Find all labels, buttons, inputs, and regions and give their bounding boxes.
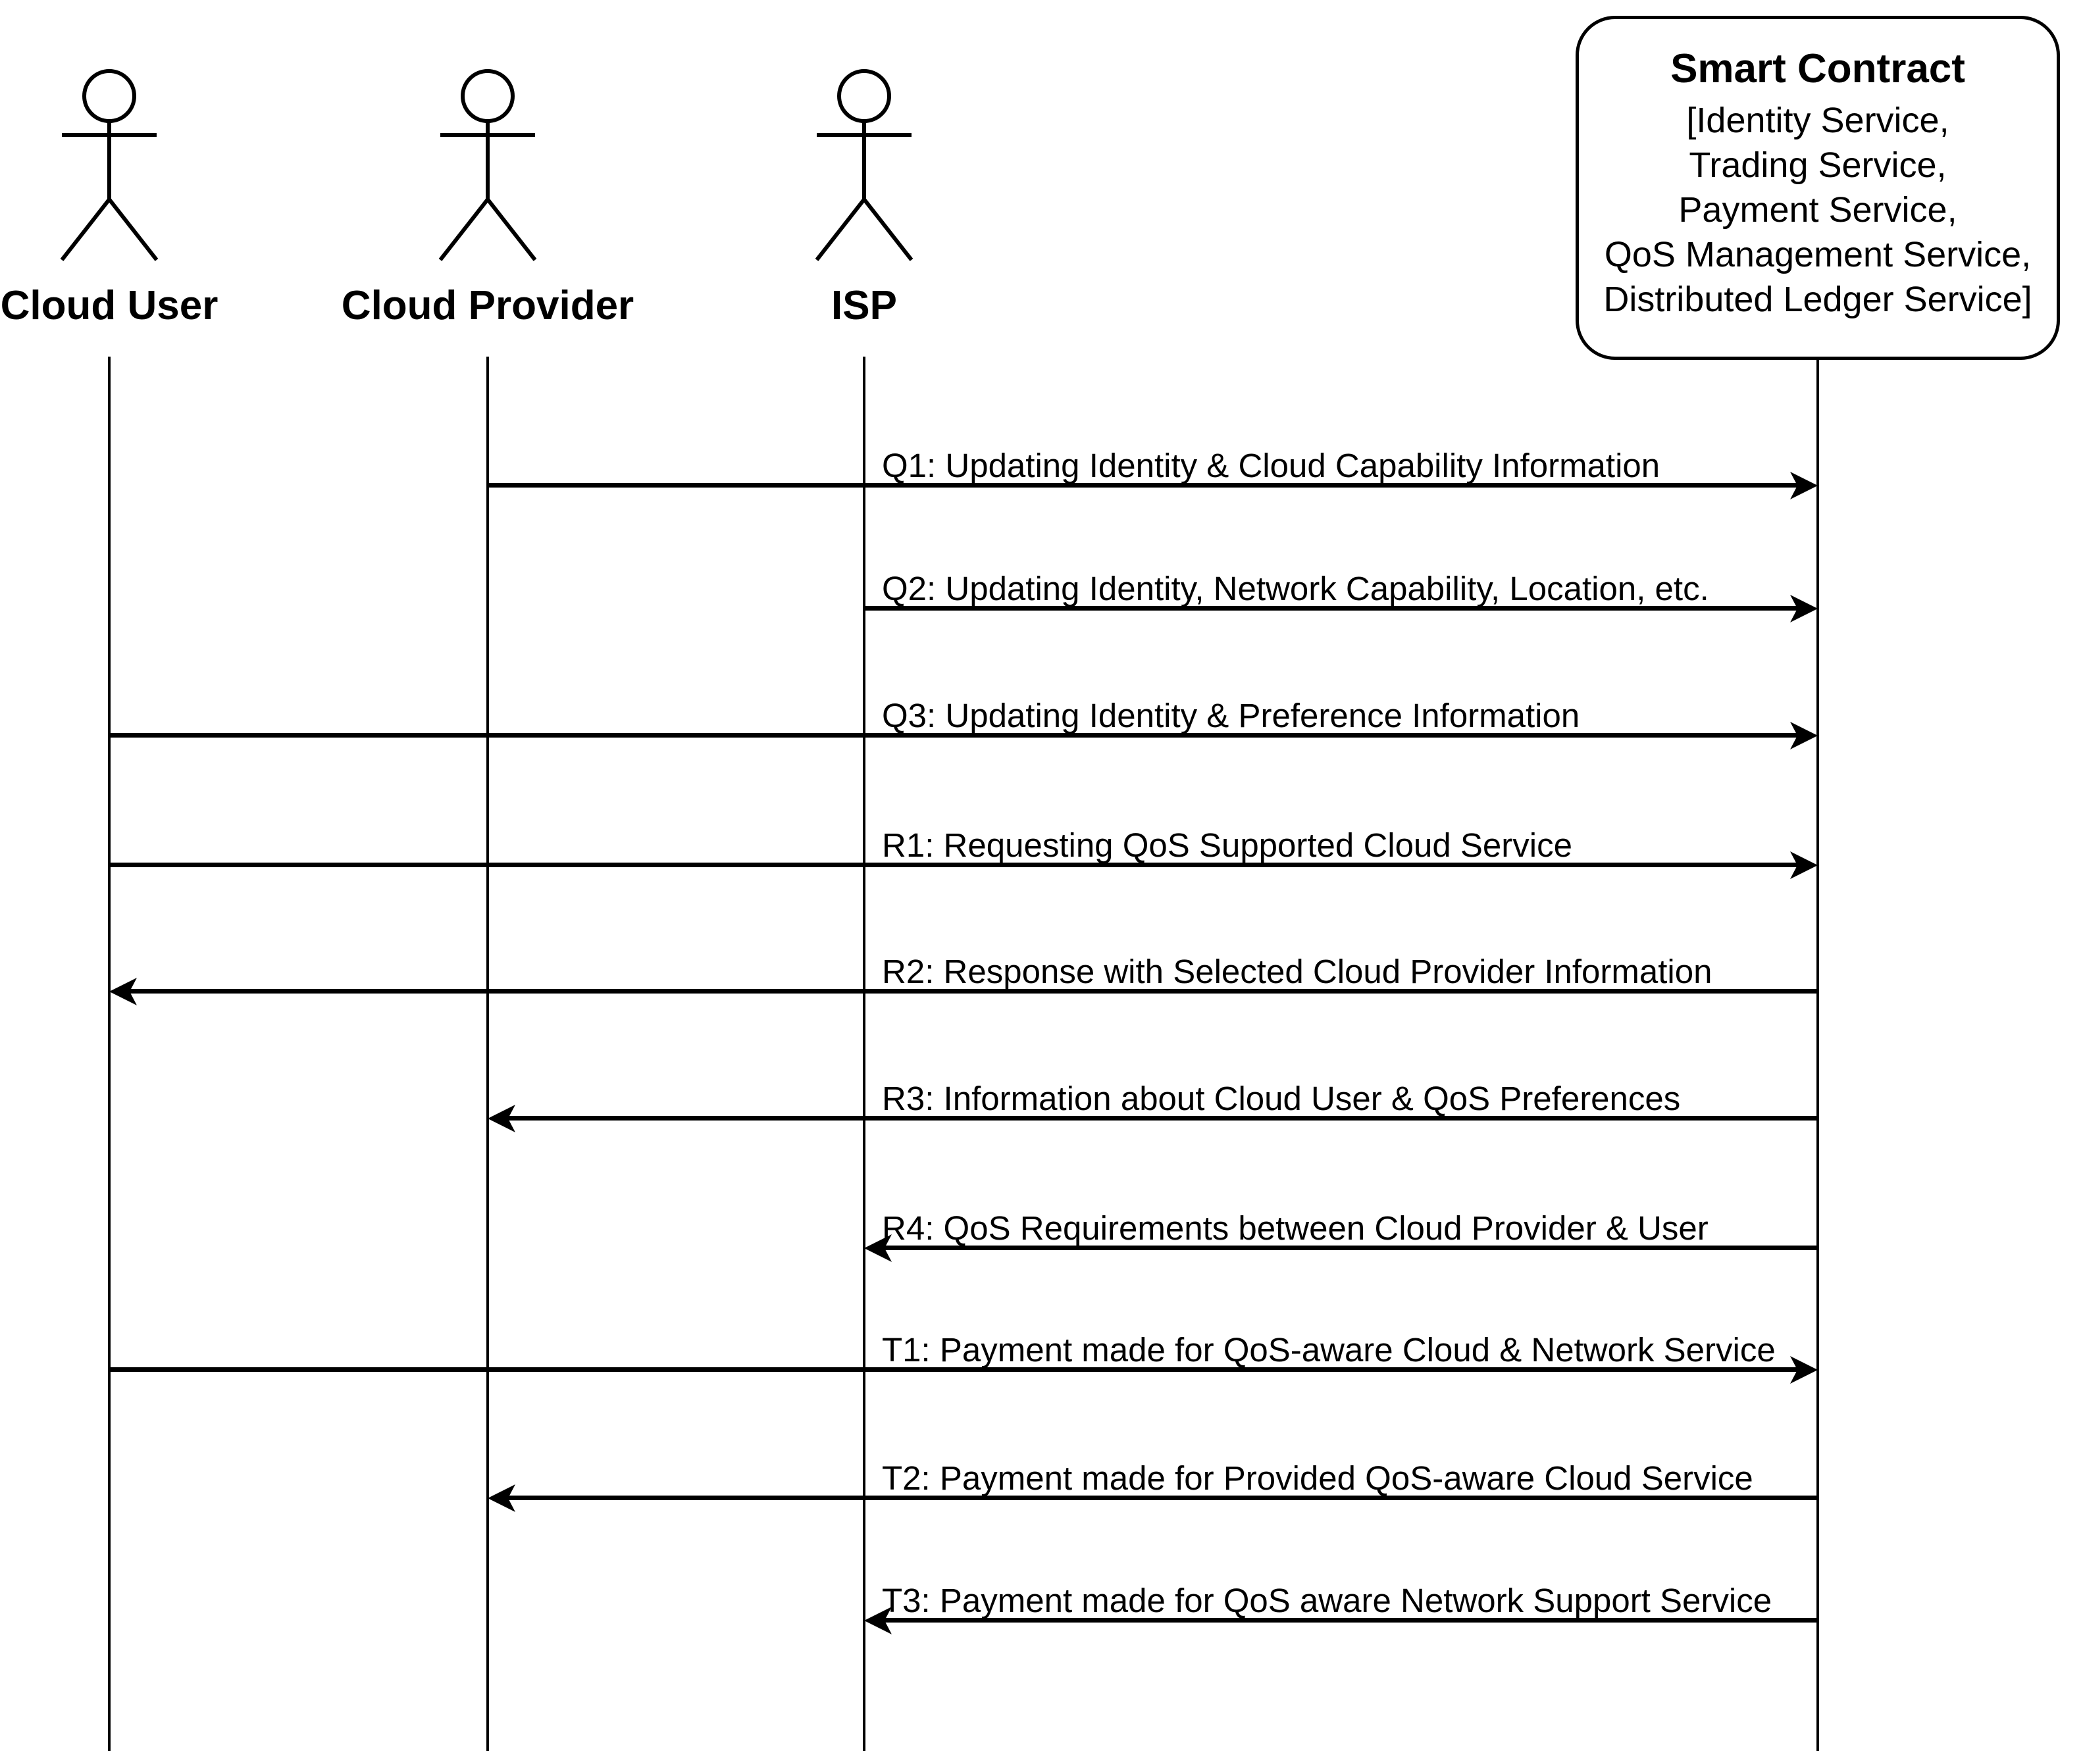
message-label: R1: Requesting QoS Supported Cloud Servi… <box>882 826 1572 864</box>
arrowhead-icon <box>1790 472 1818 499</box>
person-icon <box>815 69 913 261</box>
smart-contract-service-line: Distributed Ledger Service] <box>1603 280 2032 319</box>
arrowhead-icon <box>1790 851 1818 879</box>
smart-contract-service-line: Payment Service, <box>1678 190 1957 230</box>
lifeline-cloud-user <box>108 357 111 1751</box>
message-label: T1: Payment made for QoS-aware Cloud & N… <box>882 1331 1776 1369</box>
message-label: Q1: Updating Identity & Cloud Capability… <box>882 447 1660 484</box>
actor-label: Cloud User <box>0 283 219 328</box>
smart-contract-service-line: QoS Management Service, <box>1604 235 2032 274</box>
message-label: R3: Information about Cloud User & QoS P… <box>882 1080 1681 1117</box>
message-label: Q2: Updating Identity, Network Capabilit… <box>882 570 1709 607</box>
message-label: R2: Response with Selected Cloud Provide… <box>882 953 1712 990</box>
message-line <box>488 483 1798 488</box>
message-label: Q3: Updating Identity & Preference Infor… <box>882 697 1580 734</box>
message-label: R4: QoS Requirements between Cloud Provi… <box>882 1209 1709 1247</box>
arrowhead-icon <box>488 1105 515 1132</box>
smart-contract-box: Smart Contract [Identity Service, Tradin… <box>1576 16 2060 360</box>
message-line <box>884 1246 1818 1250</box>
arrowhead-icon <box>864 1607 892 1634</box>
arrowhead-icon <box>1790 1356 1818 1384</box>
arrowhead-icon <box>1790 722 1818 749</box>
actor-label: Cloud Provider <box>341 283 634 328</box>
message-line <box>109 733 1798 738</box>
message-line <box>507 1496 1818 1500</box>
message-label: T2: Payment made for Provided QoS-aware … <box>882 1459 1753 1497</box>
arrowhead-icon <box>1790 595 1818 622</box>
smart-contract-title: Smart Contract <box>1670 46 1965 91</box>
message-line <box>109 1367 1798 1372</box>
message-line <box>884 1618 1818 1623</box>
lifeline-isp <box>863 357 865 1751</box>
message-line <box>864 606 1798 611</box>
arrowhead-icon <box>864 1234 892 1262</box>
message-line <box>109 863 1798 867</box>
lifeline-smart-contract <box>1816 360 1819 1751</box>
actor-label: ISP <box>831 283 897 328</box>
message-line <box>507 1116 1818 1121</box>
arrowhead-icon <box>109 978 137 1005</box>
person-icon <box>60 69 159 261</box>
smart-contract-services: [Identity Service, Trading Service, Paym… <box>1579 98 2057 322</box>
person-icon <box>438 69 537 261</box>
smart-contract-service-line: Trading Service, <box>1689 145 1947 185</box>
smart-contract-service-line: [Identity Service, <box>1686 101 1949 140</box>
lifeline-cloud-provider <box>486 357 489 1751</box>
message-line <box>129 989 1818 994</box>
message-label: T3: Payment made for QoS aware Network S… <box>882 1582 1772 1619</box>
arrowhead-icon <box>488 1484 515 1512</box>
